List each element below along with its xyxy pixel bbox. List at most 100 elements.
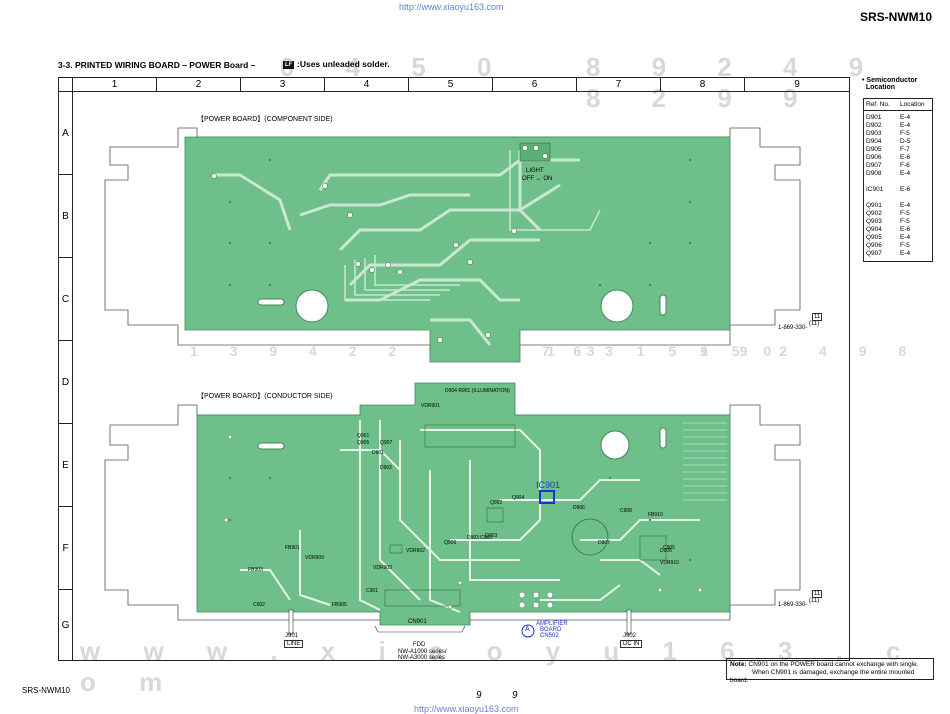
- label-d903: D903: [467, 535, 479, 541]
- label-q901: Q901: [357, 433, 370, 439]
- light-switch-label: LIGHT: [526, 168, 544, 174]
- amplifier-label-3: CN502: [540, 633, 559, 639]
- part-suffix2-top: (11): [809, 321, 820, 327]
- cn901-label: CN901: [408, 619, 427, 625]
- section-title: 3-3. PRINTED WIRING BOARD – POWER Board …: [58, 60, 256, 70]
- label-fb905: FB905: [332, 602, 347, 608]
- part-suffix-top: 11: [812, 313, 823, 321]
- row-D: D: [59, 341, 73, 424]
- note-box: Note: CN901 on the POWER board cannot ex…: [726, 658, 934, 684]
- label-q904: Q904: [512, 495, 525, 501]
- row-B: B: [59, 175, 73, 258]
- label-d905: D905: [660, 548, 672, 554]
- row-F: F: [59, 507, 73, 590]
- label-d902: D902: [380, 465, 392, 471]
- conductor-side-label: 【POWER BOARD】(CONDUCTOR SIDE): [197, 393, 333, 400]
- lead-free-icon: LF: [283, 60, 294, 69]
- label-c901: C901: [366, 588, 378, 594]
- label-q903: Q903: [485, 533, 498, 539]
- page-number-right: 9: [512, 690, 518, 701]
- model-name-bottom: SRS-NWM10: [22, 686, 71, 695]
- j902-sub: DC IN: [620, 640, 643, 648]
- label-fb901: FB901: [285, 545, 300, 551]
- col-6: 6: [493, 78, 577, 92]
- page-number-left: 9: [476, 690, 482, 701]
- col-7: 7: [577, 78, 661, 92]
- row-A: A: [59, 92, 73, 175]
- label-d904-illumination: D904 R901 (ILLUMINATION): [445, 388, 510, 394]
- top-url[interactable]: http://www.xiaoyu163.com: [399, 2, 504, 12]
- ic901-highlight-label: IC901: [536, 480, 561, 490]
- j901-sub: LINE: [284, 640, 304, 648]
- label-fb910: FB910: [648, 512, 663, 518]
- note-text-2: When CN901 is damaged, exchange the enti…: [730, 669, 915, 684]
- part-suffix-bottom: 11: [812, 590, 823, 598]
- part-suffix2-bottom: (11): [809, 598, 820, 604]
- col-2: 2: [157, 78, 241, 92]
- col-ref-no: Ref. No.: [866, 101, 890, 108]
- component-side-label: 【POWER BOARD】(COMPONENT SIDE): [197, 116, 333, 123]
- label-vdr902: VDR902: [406, 548, 425, 554]
- label-q902: Q902: [490, 500, 503, 506]
- col-8: 8: [661, 78, 745, 92]
- component-side-board: [104, 127, 801, 363]
- diagram-frame: 1 2 3 4 5 6 7 8 9 A B C D E F G: [58, 77, 850, 661]
- grid-corner: [59, 78, 73, 92]
- watermark-digits-mid2: 3 7 6 3 1 5 1 5 0: [510, 343, 782, 359]
- j902-label: J902: [623, 633, 637, 639]
- label-d906: D906: [573, 505, 585, 511]
- label-q905: Q905: [357, 440, 370, 446]
- label-d901: D901: [372, 450, 384, 456]
- col-5: 5: [409, 78, 493, 92]
- label-c902: C902: [253, 602, 265, 608]
- label-q906: Q906: [444, 540, 457, 546]
- label-vdr910: VDR910: [660, 560, 679, 566]
- label-c905: C905: [663, 545, 675, 551]
- col-4: 4: [325, 78, 409, 92]
- fdd-label: FDD: [413, 642, 426, 648]
- note-text-1: CN901 on the POWER board cannot exchange…: [748, 661, 919, 668]
- watermark-url-bottom: w w w . x i a o y u 1 6 3 . c o m: [80, 636, 919, 697]
- label-vdr901: VDR901: [421, 403, 440, 409]
- amplifier-label-2: BOARD: [540, 627, 562, 633]
- label-vdr909: VDR909: [305, 555, 324, 561]
- label-c908: C908: [620, 508, 632, 514]
- table-header: Ref. No. Location: [864, 99, 932, 111]
- label-d907: D907: [598, 540, 610, 546]
- bottom-url[interactable]: http://www.xiaoyu163.com: [414, 704, 519, 714]
- amplifier-marker: A: [525, 626, 530, 633]
- fdd-series-2: NW-A3000 series: [398, 655, 445, 661]
- fdd-series-1: NW-A1000 series/: [398, 649, 447, 655]
- note-label: Note:: [730, 661, 747, 668]
- col-3: 3: [241, 78, 325, 92]
- row-E: E: [59, 424, 73, 507]
- conductor-side-board: [104, 382, 801, 638]
- semiconductor-title: • Semiconductor Location: [862, 77, 918, 91]
- label-vdr903: VDR903: [373, 565, 392, 571]
- part-number-top: 1-869-330-: [778, 325, 808, 331]
- label-q907: Q907: [380, 440, 393, 446]
- col-9: 9: [745, 78, 849, 92]
- off-on-label: OFF ↔ ON: [522, 176, 553, 182]
- col-1: 1: [73, 78, 157, 92]
- amplifier-label-1: AMPLIFIER: [536, 621, 568, 627]
- model-name-top: SRS-NWM10: [860, 10, 933, 24]
- label-fb903: FB903: [248, 567, 263, 573]
